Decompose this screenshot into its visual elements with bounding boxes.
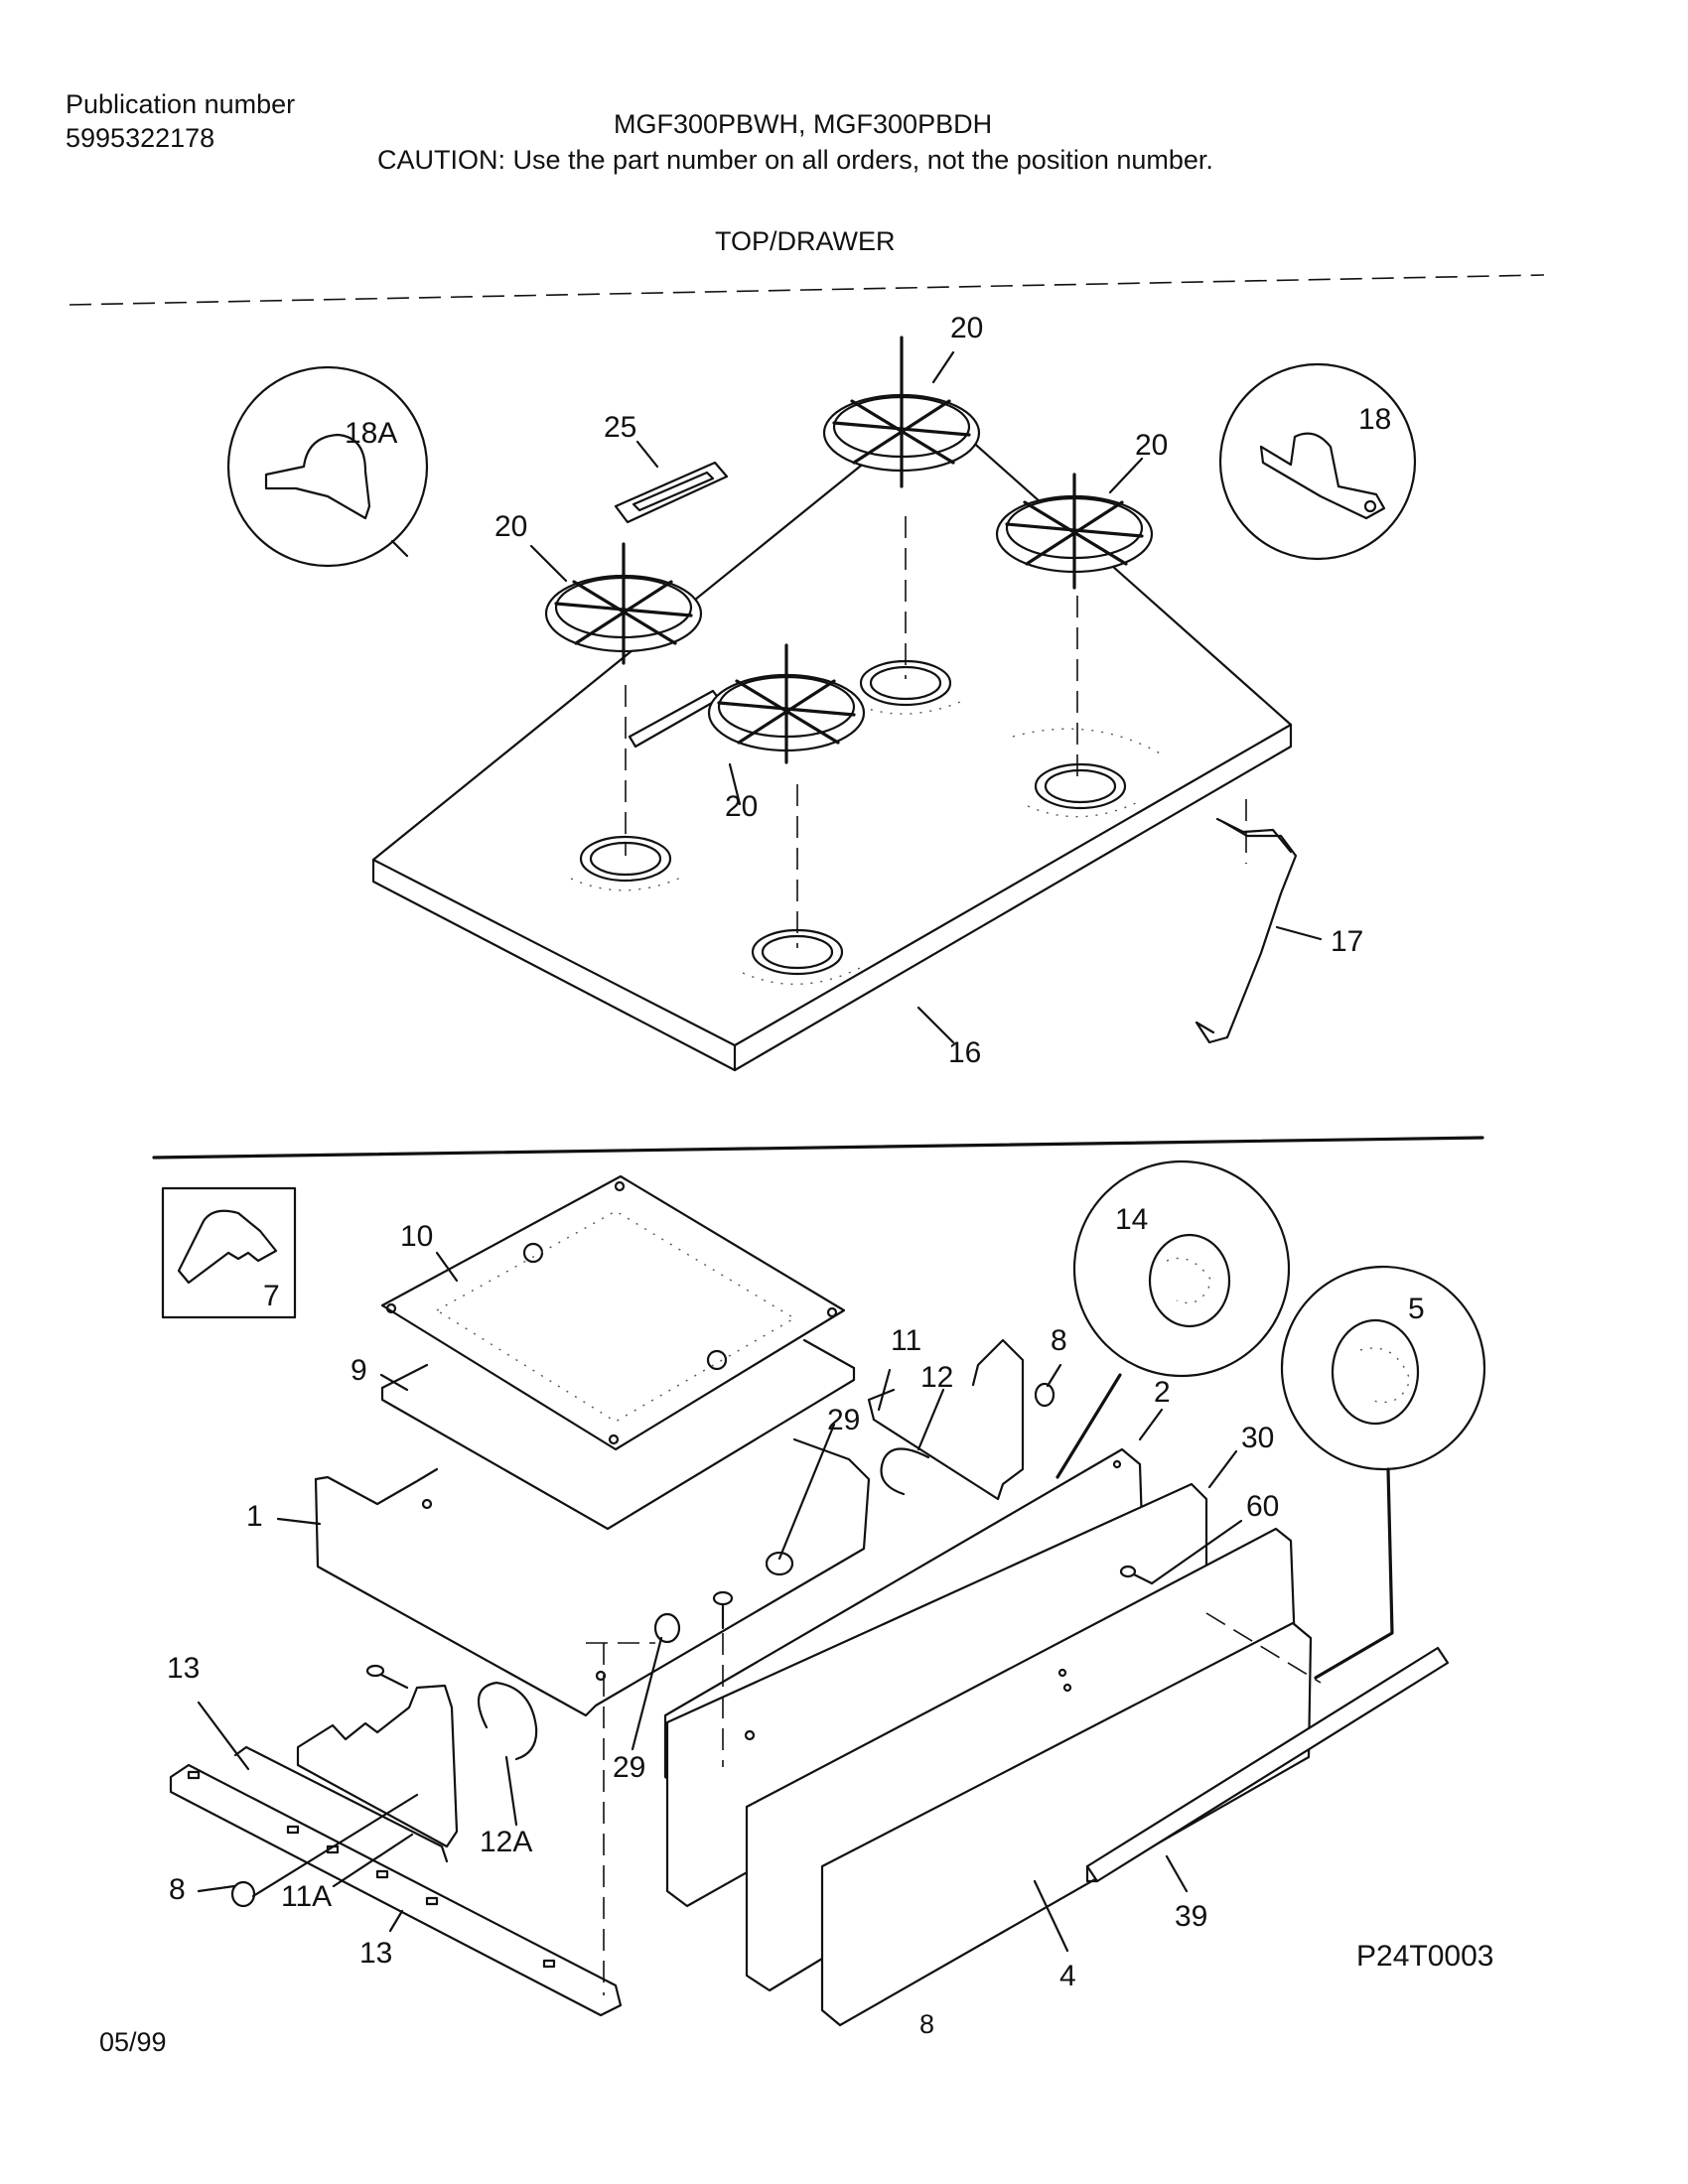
burner-hole — [570, 835, 686, 891]
bumper — [653, 1612, 681, 1644]
leader-line — [1150, 1519, 1243, 1585]
callout-18: 18 — [1358, 403, 1391, 436]
callout-4: 4 — [1059, 1960, 1076, 1992]
leader-line — [1207, 1449, 1238, 1489]
callout-11a: 11A — [281, 1880, 332, 1913]
screw — [712, 1590, 734, 1630]
detail-circle-18a — [226, 365, 429, 568]
screw — [365, 1664, 409, 1690]
leader-line — [728, 762, 742, 806]
leader-line — [1046, 1363, 1062, 1388]
callout-60: 60 — [1246, 1490, 1279, 1523]
leader-line — [435, 1251, 459, 1283]
callout-13: 13 — [359, 1937, 392, 1970]
detail-circle-14 — [1072, 1160, 1291, 1378]
callout-29: 29 — [613, 1751, 645, 1784]
caution-note: CAUTION: Use the part number on all orde… — [377, 145, 1213, 175]
leader-line — [777, 1423, 836, 1561]
leader-line — [1108, 457, 1144, 494]
leader-line — [379, 1373, 409, 1392]
detail-circle-18 — [1218, 362, 1417, 561]
callout-13: 13 — [167, 1652, 200, 1685]
wire-rod — [1195, 820, 1298, 1044]
leader-line — [251, 1793, 419, 1898]
drawer-rail-right — [867, 1338, 1025, 1501]
leader-line — [197, 1884, 236, 1893]
leader-line — [916, 1388, 945, 1451]
leader-line — [1165, 1854, 1189, 1893]
drawer-bottom-panel — [380, 1338, 856, 1531]
callout-10: 10 — [400, 1220, 433, 1253]
callout-12: 12 — [920, 1361, 953, 1394]
detail-circle-5 — [1280, 1265, 1486, 1471]
page-number: 8 — [919, 2009, 935, 2039]
callout-7: 7 — [263, 1280, 280, 1312]
burner-grate — [707, 643, 866, 764]
callout-25: 25 — [604, 411, 636, 444]
callout-14: 14 — [1115, 1203, 1148, 1236]
callout-20: 20 — [1135, 429, 1168, 462]
burner-grate — [995, 473, 1154, 590]
leader-line — [388, 1909, 404, 1933]
leader-line — [529, 544, 568, 583]
leader-line — [197, 1701, 250, 1771]
leader-line — [276, 1517, 322, 1526]
callout-29: 29 — [827, 1404, 860, 1436]
publication-number: 5995322178 — [66, 123, 215, 153]
callout-9: 9 — [351, 1354, 367, 1387]
drawer-outer-panel — [820, 1621, 1313, 2027]
callout-30: 30 — [1241, 1422, 1274, 1454]
burner-grate — [822, 336, 981, 488]
leader-line — [916, 1006, 955, 1044]
leader-line — [390, 539, 409, 558]
wire-rod — [1215, 817, 1293, 854]
burner-grate — [544, 542, 703, 665]
footer-date: 05/99 — [99, 2027, 167, 2057]
burner-hole — [1012, 728, 1163, 818]
washer — [230, 1880, 256, 1908]
callout-5: 5 — [1408, 1293, 1425, 1325]
model-numbers: MGF300PBWH, MGF300PBDH — [614, 109, 993, 139]
callout-17: 17 — [1331, 925, 1363, 958]
leader-line — [877, 1368, 892, 1412]
drawer-body — [314, 1437, 871, 1717]
leader-line — [1033, 1879, 1069, 1953]
grate-bracket — [614, 461, 729, 524]
section-divider — [152, 1136, 1484, 1160]
leader-line — [1314, 1467, 1394, 1680]
diagram-code: P24T0003 — [1356, 1940, 1493, 1973]
drawer-rail-left — [169, 1681, 623, 2017]
bumper — [765, 1551, 794, 1576]
callout-20: 20 — [494, 510, 527, 543]
leader-line — [631, 1636, 663, 1751]
screw — [1119, 1565, 1154, 1585]
callout-20: 20 — [950, 312, 983, 344]
callout-18a: 18A — [345, 417, 397, 450]
trim-strip — [1085, 1646, 1450, 1883]
drawer-cover-plate — [380, 1174, 846, 1451]
leader-line — [1055, 1373, 1122, 1479]
section-title: TOP/DRAWER — [715, 226, 896, 256]
alignment-line — [1205, 1612, 1322, 1684]
callout-12a: 12A — [480, 1826, 532, 1858]
callout-8: 8 — [1051, 1324, 1067, 1357]
leader-line — [1138, 1408, 1164, 1441]
leader-line — [635, 440, 659, 469]
callout-11: 11 — [891, 1324, 921, 1357]
leader-line — [332, 1833, 414, 1888]
publication-label: Publication number — [66, 89, 296, 119]
washer — [1034, 1382, 1055, 1408]
leader-line — [504, 1755, 518, 1827]
leader-line — [1275, 925, 1323, 941]
callout-20: 20 — [725, 790, 758, 823]
callout-8: 8 — [169, 1873, 186, 1906]
callout-16: 16 — [948, 1036, 981, 1069]
leader-line — [931, 350, 955, 384]
callout-39: 39 — [1175, 1900, 1207, 1933]
callout-1: 1 — [246, 1500, 263, 1533]
detail-box-7 — [161, 1186, 297, 1319]
callout-2: 2 — [1154, 1376, 1171, 1409]
dashed-separator — [69, 274, 1545, 306]
